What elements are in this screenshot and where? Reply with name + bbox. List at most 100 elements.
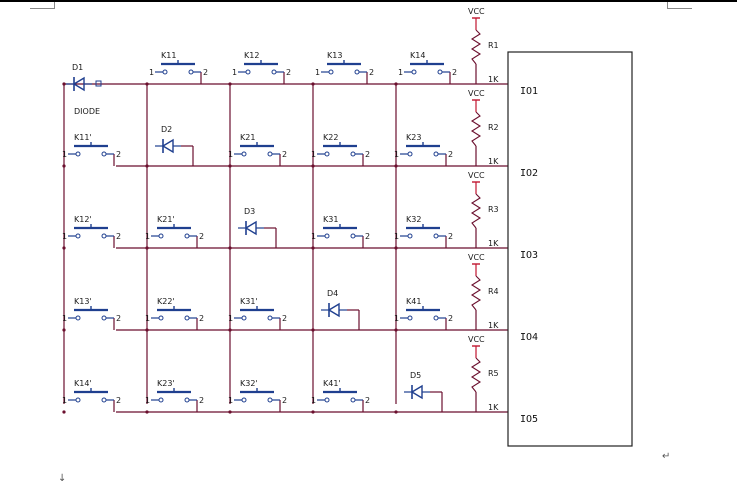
junction-dot (62, 246, 66, 250)
junction-dot (62, 328, 66, 332)
diode-label: D5 (410, 371, 421, 380)
resistor-label: R5 (488, 369, 499, 378)
junction-dot (311, 82, 315, 86)
switch-contact-left (324, 397, 330, 403)
junction-dot (311, 164, 315, 168)
junction-dot (228, 246, 232, 250)
pin-two-label: 2 (365, 232, 370, 241)
page-corner-left (30, 2, 55, 9)
resistor-label: R4 (488, 287, 499, 296)
junction-dot (311, 246, 315, 250)
junction-dot (228, 328, 232, 332)
pin-two-label: 2 (199, 232, 204, 241)
switch-contact-left (245, 69, 251, 75)
vcc-label: VCC (468, 253, 485, 262)
page-top-rule (0, 0, 737, 2)
pin-two-label: 2 (452, 68, 457, 77)
junction-dot (228, 82, 232, 86)
switch-label: K32 (406, 215, 421, 224)
down-arrow-mark: ↓ (58, 473, 67, 484)
junction-dot (145, 82, 149, 86)
junction-dot (62, 410, 66, 414)
switch-contact-left (75, 397, 81, 403)
resistor-icon (470, 357, 482, 393)
switch-contact-right (184, 397, 190, 403)
component-layer (66, 17, 482, 403)
switch-label: K23 (406, 133, 421, 142)
pin-one-label: 1 (315, 68, 320, 77)
switch-contact-right (184, 315, 190, 321)
pin-one-label: 1 (62, 314, 67, 323)
switch-contact-right (350, 233, 356, 239)
pin-one-label: 1 (62, 150, 67, 159)
switch-contact-right (188, 69, 194, 75)
io-label: IO3 (520, 250, 538, 261)
switch-contact-right (101, 315, 107, 321)
pin-two-label: 2 (365, 396, 370, 405)
junction-dot (62, 164, 66, 168)
junction-dot (145, 410, 149, 414)
switch-contact-right (350, 151, 356, 157)
vcc-label: VCC (468, 7, 485, 16)
resistor-label: R2 (488, 123, 499, 132)
switch-contact-left (324, 151, 330, 157)
diode-icon (244, 220, 257, 236)
pin-one-label: 1 (149, 68, 154, 77)
switch-label: K41' (323, 379, 341, 388)
switch-label: K23' (157, 379, 175, 388)
vcc-label: VCC (468, 89, 485, 98)
pin-two-label: 2 (116, 396, 121, 405)
switch-contact-left (328, 69, 334, 75)
pin-two-label: 2 (448, 314, 453, 323)
switch-contact-left (241, 151, 247, 157)
io-label: IO2 (520, 168, 538, 179)
pin-two-label: 2 (116, 314, 121, 323)
diode-label: D4 (327, 289, 338, 298)
pin-one-label: 1 (145, 314, 150, 323)
switch-contact-right (101, 151, 107, 157)
switch-contact-left (241, 397, 247, 403)
resistor-value: 1K (488, 321, 499, 330)
switch-contact-right (101, 397, 107, 403)
resistor-value: 1K (488, 403, 499, 412)
switch-contact-right (433, 315, 439, 321)
switch-contact-left (407, 315, 413, 321)
junction-dot (228, 410, 232, 414)
diode-label: D2 (161, 125, 172, 134)
switch-label: K31' (240, 297, 258, 306)
switch-label: K21' (157, 215, 175, 224)
switch-contact-left (324, 233, 330, 239)
io-label: IO1 (520, 86, 538, 97)
switch-contact-left (411, 69, 417, 75)
vcc-label: VCC (468, 335, 485, 344)
resistor-icon (470, 111, 482, 147)
pin-one-label: 1 (228, 396, 233, 405)
junction-dot (394, 82, 398, 86)
resistor-value: 1K (488, 75, 499, 84)
label-layer: VCCR11KIO1VCCR21KIO2VCCR31KIO3VCCR41KIO4… (62, 7, 538, 425)
paragraph-mark: ↵ (662, 451, 671, 462)
junction-dot (311, 410, 315, 414)
diode-type-label: DIODE (74, 107, 100, 116)
switch-contact-left (241, 315, 247, 321)
switch-contact-left (158, 315, 164, 321)
switch-label: K12 (244, 51, 259, 60)
junction-dot (394, 164, 398, 168)
pin-one-label: 1 (398, 68, 403, 77)
junction-dot (311, 328, 315, 332)
diode-icon (161, 138, 174, 154)
switch-contact-right (433, 151, 439, 157)
switch-label: K21 (240, 133, 255, 142)
switch-label: K11' (74, 133, 92, 142)
pin-one-label: 1 (232, 68, 237, 77)
mcu-block (507, 51, 633, 447)
resistor-icon (470, 29, 482, 65)
switch-label: K11 (161, 51, 176, 60)
pin-two-label: 2 (448, 150, 453, 159)
switch-contact-right (101, 233, 107, 239)
junction-dot (145, 246, 149, 250)
page-corner-right (667, 2, 692, 9)
resistor-label: R1 (488, 41, 499, 50)
junction-dot (145, 164, 149, 168)
pin-one-label: 1 (145, 232, 150, 241)
